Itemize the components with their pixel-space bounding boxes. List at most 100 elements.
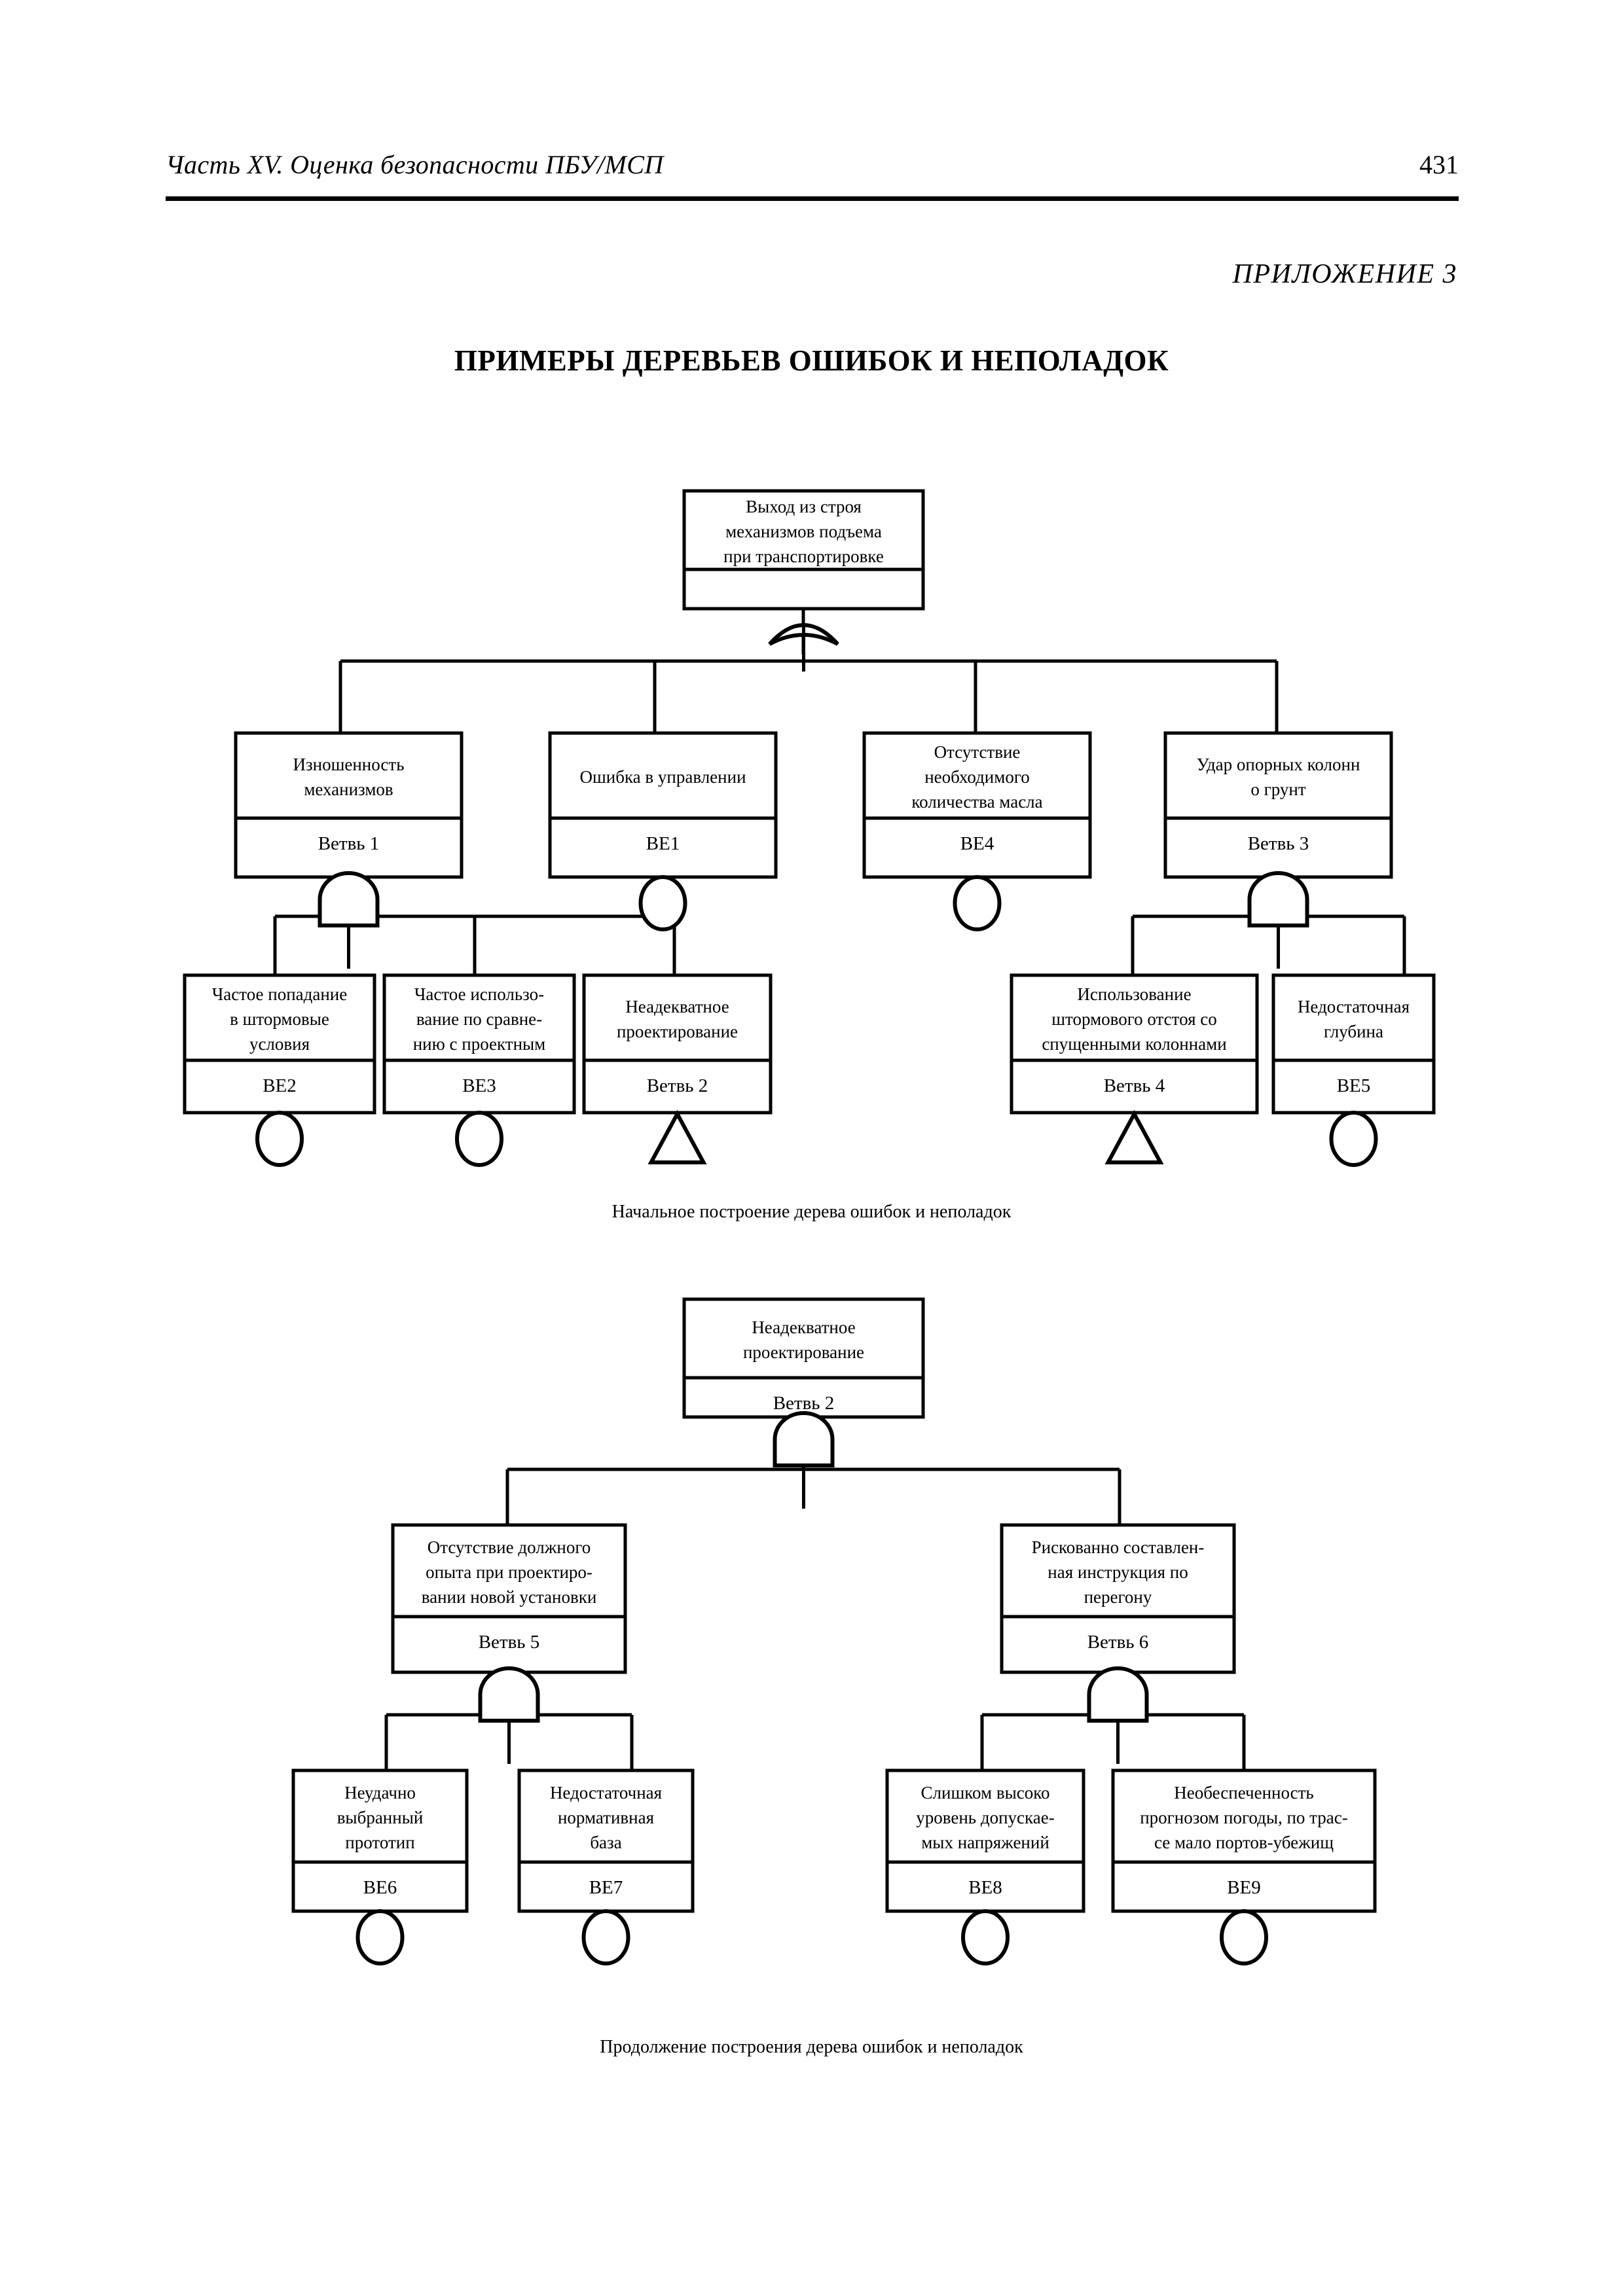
node-box <box>291 1768 469 1913</box>
node-box <box>1163 731 1393 879</box>
circle <box>638 875 687 931</box>
node-label-line: база <box>590 1833 621 1852</box>
running-head: Часть XV. Оценка безопасности ПБУ/МСП 43… <box>166 149 1459 195</box>
fault-tree-node: Необеспеченность прогнозом погоды, по тра… <box>1111 1768 1377 1965</box>
node-label-line: Изношенность <box>293 755 404 774</box>
node-label-line: количества масла <box>911 792 1042 812</box>
node-code: BE7 <box>589 1877 623 1898</box>
node-label-line: Частое попадание <box>212 984 348 1004</box>
fault-tree-node: Использование штормового отстоя со спущенн… <box>1010 973 1259 1164</box>
circle <box>953 875 1002 931</box>
node-code: Ветвь 2 <box>647 1075 708 1096</box>
circle <box>581 1909 630 1965</box>
fault-tree-node: Рискованно составлен-ная инструкция по пе… <box>1000 1523 1236 1764</box>
node-label-line: мых напряжений <box>921 1833 1049 1852</box>
node-label-line: о грунт <box>1250 780 1305 799</box>
node-label-line: Частое использо- <box>414 984 544 1004</box>
node-code: Ветвь 2 <box>773 1393 835 1414</box>
node-label-line: проектирование <box>743 1342 864 1362</box>
node-box <box>517 1768 695 1913</box>
node-label-line: Отсутствие <box>934 742 1021 762</box>
node-label-line: механизмов подъема <box>725 522 882 541</box>
node-box <box>1271 973 1436 1115</box>
node-code: BE9 <box>1227 1877 1261 1898</box>
node-code: BE8 <box>968 1877 1002 1898</box>
figure-caption-1: Начальное построение дерева ошибок и неп… <box>611 1202 1012 1222</box>
and-gate <box>1087 1666 1149 1764</box>
node-label-line: Рискованно составлен- <box>1032 1537 1205 1557</box>
node-label-line: опыта при проектиро- <box>426 1562 593 1582</box>
node-code: BE6 <box>363 1877 397 1898</box>
node-label-line: Неадекватное <box>752 1318 855 1337</box>
node-code: Ветвь 3 <box>1248 833 1309 854</box>
node-label-line: штормового отстоя со <box>1051 1009 1216 1029</box>
triangle <box>1104 1109 1164 1164</box>
circle <box>1329 1111 1378 1167</box>
appendix-label: ПРИЛОЖЕНИЕ 3 <box>1232 259 1457 289</box>
node-code: Ветвь 6 <box>1087 1632 1149 1653</box>
node-code: Ветвь 5 <box>479 1632 540 1653</box>
circle <box>356 1909 405 1965</box>
node-box <box>682 489 925 611</box>
node-label-line: прогнозом погоды, по трас- <box>1140 1808 1348 1827</box>
and-gate <box>318 871 380 969</box>
node-label-line: механизмов <box>304 780 393 799</box>
or-gate <box>768 623 839 672</box>
node-label-line: выбранный <box>337 1808 424 1827</box>
header-title: Часть XV. Оценка безопасности ПБУ/МСП <box>166 150 664 179</box>
node-label-line: условия <box>249 1034 310 1054</box>
page-number: 431 <box>1419 150 1459 179</box>
node-box <box>862 731 1092 879</box>
node-label-line: нормативная <box>558 1808 654 1827</box>
node-box <box>682 1297 925 1419</box>
node-code: BE4 <box>960 833 994 854</box>
and-gate <box>478 1666 540 1764</box>
node-code: BE1 <box>646 833 680 854</box>
node-code: BE2 <box>263 1075 297 1096</box>
node-box <box>885 1768 1085 1913</box>
and-gate <box>1247 871 1309 969</box>
node-label-line: необходимого <box>924 767 1030 787</box>
node-label-line: Выход из строя <box>746 497 862 516</box>
node-label-line: Использование <box>1077 984 1191 1004</box>
node-label-line: Недостаточная <box>550 1783 662 1803</box>
fault-tree-node: Частое использо-вание по сравне-нию с пр… <box>382 973 576 1167</box>
circle <box>961 1909 1010 1965</box>
node-label-line: Неадекватное <box>625 997 729 1016</box>
circle <box>255 1111 304 1167</box>
node-label-line: прототип <box>345 1833 414 1852</box>
node-code: Ветвь 1 <box>318 833 380 854</box>
node-box <box>1000 1523 1236 1674</box>
node-box <box>1111 1768 1377 1913</box>
node-label-line: се мало портов-убежищ <box>1154 1833 1334 1852</box>
page-title: ПРИМЕРЫ ДЕРЕВЬЕВ ОШИБОК И НЕПОЛАДОК <box>454 344 1169 377</box>
header-divider <box>166 196 1459 201</box>
fault-tree-node: Отсутствие необходимого количества маслаBE… <box>862 731 1092 931</box>
node-label-line: перегону <box>1084 1587 1152 1607</box>
node-label-line: Удар опорных колонн <box>1197 755 1360 774</box>
node-label-line: проектирование <box>617 1022 738 1041</box>
and-gate <box>773 1411 835 1509</box>
node-label-line: спущенными колоннами <box>1042 1034 1226 1054</box>
node-label-line: Слишком высоко <box>921 1783 1050 1803</box>
node-code: Ветвь 4 <box>1104 1075 1165 1096</box>
node-label-line: Необеспеченность <box>1174 1783 1314 1803</box>
node-label-line: Недостаточная <box>1298 997 1410 1016</box>
node-label-line: ная инструкция по <box>1048 1562 1188 1582</box>
